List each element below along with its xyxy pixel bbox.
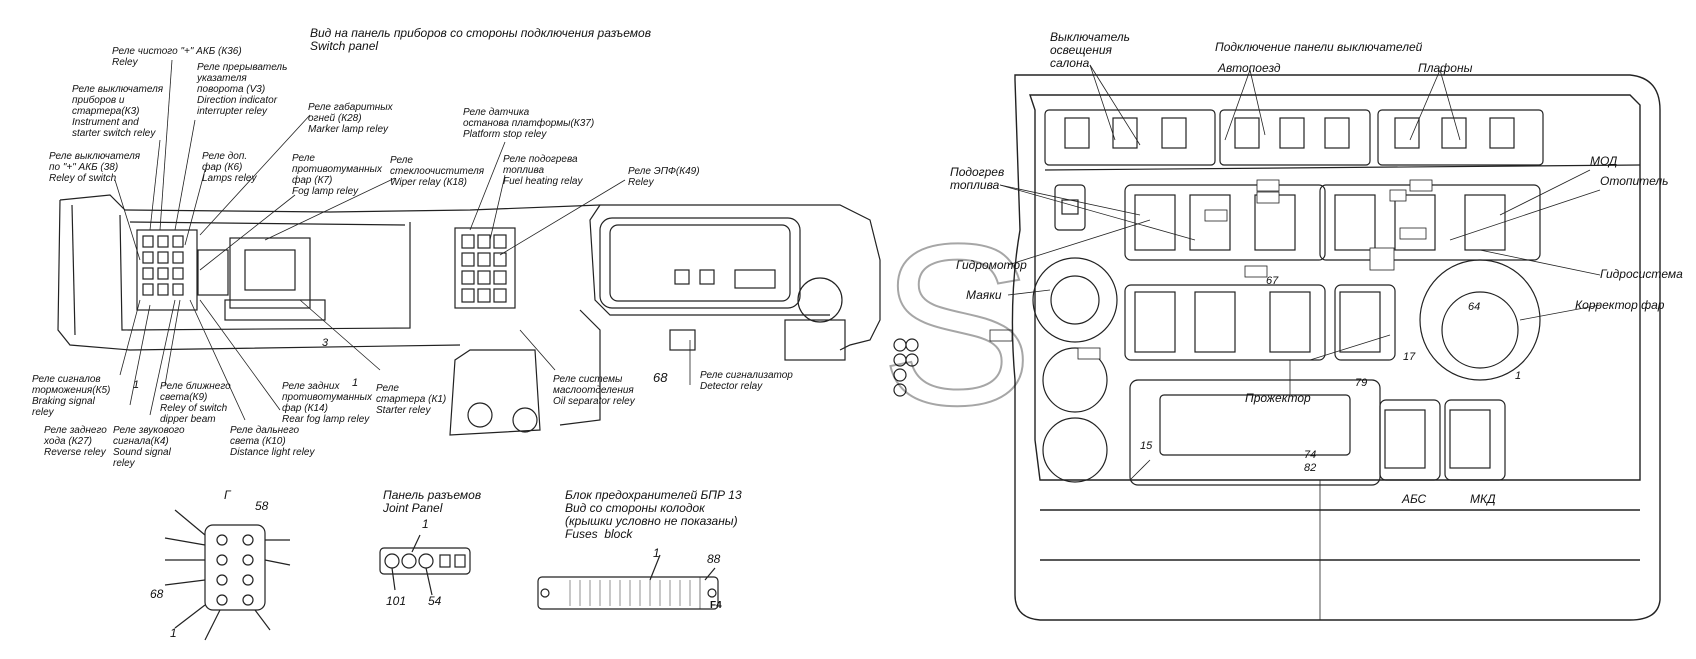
relay-oil-label: Реле системы маслоотделения Oil separato… bbox=[553, 374, 635, 407]
number-79: 79 bbox=[1355, 377, 1368, 389]
lower-switch-module bbox=[449, 309, 696, 436]
number-3: 3 bbox=[322, 337, 329, 349]
relay-k27-label: Реле заднего хода (К27) Reverse reley bbox=[44, 425, 107, 458]
label-abs: АБС bbox=[1402, 492, 1427, 506]
number-82: 82 bbox=[1304, 462, 1317, 474]
view-title-en: Switch panel bbox=[310, 39, 379, 53]
fuse-block-1: 1 bbox=[653, 546, 660, 560]
fuse-block-f4: F4 bbox=[710, 600, 722, 611]
relay-k18-label: Реле стеклоочистителя Wiper relay (К18) bbox=[390, 155, 485, 188]
label-heater: Отопитель bbox=[1600, 174, 1669, 188]
relay-detector-label: Реле сигнализатор Detector relay bbox=[700, 370, 793, 392]
relay-k9-label: Реле ближнего света(К9) Reley of switch … bbox=[160, 381, 231, 425]
label-autopoezd: Автопоезд bbox=[1218, 61, 1281, 75]
label-plafony: Плафоны bbox=[1418, 61, 1473, 75]
relay-block-left bbox=[136, 229, 326, 321]
watermark-letter: S bbox=[879, 196, 1034, 453]
joint-panel-54: 54 bbox=[428, 594, 442, 608]
label-hydrosystem: Гидросистема bbox=[1600, 267, 1683, 281]
number-67: 67 bbox=[1266, 275, 1279, 287]
top-switch-row bbox=[1044, 109, 1641, 171]
number-64: 64 bbox=[1468, 301, 1481, 313]
label-salon-light: Выключатель освещения салона bbox=[1050, 30, 1130, 70]
relay-v3-label: Реле прерыватель указателя поворота (V3)… bbox=[197, 62, 288, 117]
fuse-block-88: 88 bbox=[707, 552, 721, 566]
connector-g-58: 58 bbox=[255, 499, 269, 513]
connector-g-68: 68 bbox=[150, 587, 164, 601]
label-headlight-corrector: Корректор фар bbox=[1575, 298, 1665, 312]
panel-title: Подключение панели выключателей bbox=[1215, 40, 1423, 54]
number-17: 17 bbox=[1403, 351, 1416, 363]
number-1-right: 1 bbox=[1515, 370, 1522, 382]
relay-k38-label: Реле выключателя по "+" АКБ (38) Reley o… bbox=[49, 151, 141, 184]
number-1b: 1 bbox=[352, 377, 359, 389]
number-74: 74 bbox=[1304, 449, 1317, 461]
connector-g-title: Г bbox=[224, 488, 231, 502]
joint-panel-title: Панель разъемов Joint Panel bbox=[383, 488, 482, 515]
middle-switch-rows bbox=[1054, 184, 1541, 361]
leader-lines-left bbox=[114, 59, 691, 421]
label-beacons: Маяки bbox=[966, 288, 1002, 302]
label-fuel-heating: Подогрев топлива bbox=[950, 165, 1005, 192]
relay-k49-label: Реле ЭПФ(К49) Reley bbox=[628, 166, 700, 188]
relay-k37-label: Реле датчика останова платформы(К37) Pla… bbox=[463, 107, 595, 140]
display-module bbox=[1129, 379, 1506, 486]
fuse-block-title: Блок предохранителей БПР 13 Вид со сторо… bbox=[565, 488, 742, 541]
fuse-block-outline bbox=[537, 554, 719, 610]
view-title-ru: Вид на панель приборов со стороны подклю… bbox=[310, 26, 651, 40]
relay-k6-label: Реле доп. фар (К6) Lamps reley bbox=[202, 151, 257, 184]
joint-panel-outline bbox=[379, 534, 471, 596]
label-mkd: МКД bbox=[1470, 492, 1496, 506]
instrument-cluster bbox=[599, 217, 919, 397]
number-68: 68 bbox=[653, 370, 668, 385]
joint-panel-1: 1 bbox=[422, 517, 429, 531]
relay-k28-label: Реле габаритных огней (К28) Marker lamp … bbox=[308, 102, 393, 135]
number-15: 15 bbox=[1140, 440, 1153, 452]
relay-k5-label: Реле сигналов торможения(К5) Braking sig… bbox=[32, 374, 111, 418]
relay-block-middle bbox=[454, 227, 516, 309]
switch-panel-outline bbox=[1011, 74, 1661, 621]
dashboard-outline bbox=[57, 194, 881, 351]
relay-k7-label: Реле противотуманных фар (К7) Fog lamp r… bbox=[292, 153, 382, 197]
relay-k1-label: Реле стартера (К1) Starter reley bbox=[376, 383, 447, 416]
joint-panel-101: 101 bbox=[386, 594, 407, 608]
round-gauges bbox=[1032, 257, 1541, 483]
relay-k4-label: Реле звукового сигнала(К4) Sound signal … bbox=[113, 425, 185, 469]
label-mod: МОД bbox=[1590, 154, 1618, 168]
connector-g-1: 1 bbox=[170, 626, 177, 640]
connector-g-outline bbox=[164, 509, 291, 641]
relay-k10-label: Реле дальнего света (К10) Distance light… bbox=[230, 425, 315, 458]
relay-k14-label: Реле задних противотуманных фар (К14) Re… bbox=[282, 381, 372, 425]
label-hydromotor: Гидромотор bbox=[956, 258, 1027, 272]
relay-k36-label: Реле чистого "+" АКБ (К36) Reley bbox=[112, 46, 242, 68]
leader-lines-right bbox=[999, 64, 1601, 481]
relay-k3-label: Реле выключателя приборов и стартера(К3)… bbox=[72, 84, 164, 139]
connector-tags bbox=[989, 179, 1433, 360]
label-searchlight: Прожектор bbox=[1245, 391, 1311, 405]
relay-fuel-label: Реле подогрева топлива Fuel heating rela… bbox=[503, 154, 583, 187]
number-1a: 1 bbox=[133, 379, 140, 391]
